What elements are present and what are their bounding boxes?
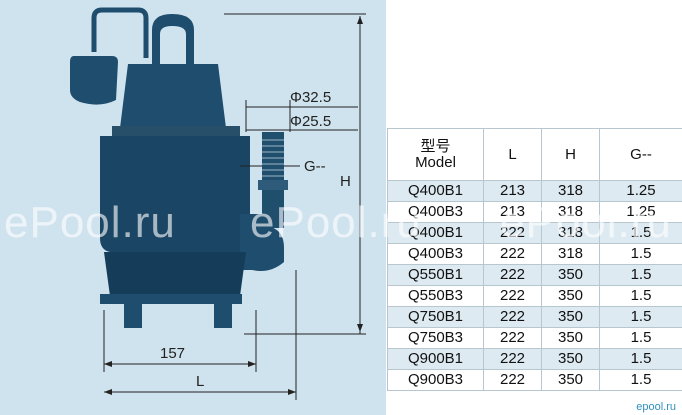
cell-l: 222 <box>483 369 542 391</box>
cell-model: Q750B3 <box>387 327 484 349</box>
cell-g: 1.5 <box>599 306 682 328</box>
pump-housing <box>104 252 246 296</box>
cell-l: 222 <box>483 348 542 370</box>
cap-rim <box>112 126 240 136</box>
pump-drawing: Φ32.5 Φ25.5 G-- H 157 L <box>0 0 386 415</box>
cable <box>91 7 149 58</box>
cell-model: Q900B3 <box>387 369 484 391</box>
cell-h: 350 <box>541 306 600 328</box>
dimension-lines <box>103 13 366 400</box>
cell-model: Q900B1 <box>387 348 484 370</box>
cell-model: Q400B1 <box>387 222 484 244</box>
cell-l: 222 <box>483 264 542 286</box>
dim-length: L <box>196 373 204 390</box>
foot-left <box>124 302 142 328</box>
motor-cap <box>120 64 226 128</box>
cell-h: 350 <box>541 285 600 307</box>
header-g: G-- <box>599 128 682 181</box>
pipe-ring <box>258 180 288 190</box>
cell-g: 1.5 <box>599 243 682 265</box>
cell-model: Q550B1 <box>387 264 484 286</box>
dim-phi-inner: Φ25.5 <box>290 113 331 130</box>
header-h: H <box>541 128 600 181</box>
cell-h: 350 <box>541 348 600 370</box>
cell-model: Q400B3 <box>387 201 484 223</box>
cell-g: 1.25 <box>599 201 682 223</box>
cell-model: Q400B3 <box>387 243 484 265</box>
dimension-arrows <box>104 16 363 395</box>
motor-body <box>100 136 250 252</box>
base <box>100 294 242 304</box>
handle <box>152 14 194 66</box>
elbow <box>240 214 284 271</box>
cell-h: 350 <box>541 264 600 286</box>
cell-g: 1.5 <box>599 222 682 244</box>
watermark-center: ePool.ru <box>250 198 422 247</box>
cell-h: 350 <box>541 369 600 391</box>
cell-g: 1.5 <box>599 264 682 286</box>
dim-phi-outer: Φ32.5 <box>290 89 331 106</box>
cell-l: 222 <box>483 306 542 328</box>
cell-h: 318 <box>541 201 600 223</box>
dim-base-width: 157 <box>160 345 185 362</box>
watermark-left: ePool.ru <box>4 198 176 247</box>
cell-model: Q550B3 <box>387 285 484 307</box>
dim-height: H <box>340 173 351 190</box>
cell-l: 213 <box>483 180 542 202</box>
cell-g: 1.5 <box>599 285 682 307</box>
outlet-threads <box>262 139 284 177</box>
dim-thread: G-- <box>304 158 326 175</box>
cell-l: 222 <box>483 222 542 244</box>
float-switch <box>70 56 118 105</box>
pump-svg: Φ32.5 Φ25.5 G-- H 157 L <box>70 7 366 400</box>
cell-h: 318 <box>541 180 600 202</box>
watermark-right: ePool.ru <box>500 198 672 247</box>
cell-model: Q400B1 <box>387 180 484 202</box>
cell-g: 1.5 <box>599 327 682 349</box>
cell-h: 350 <box>541 327 600 349</box>
brand-logo: epool.ru <box>636 401 676 413</box>
header-l: L <box>483 128 542 181</box>
cell-model: Q750B1 <box>387 306 484 328</box>
cell-g: 1.5 <box>599 369 682 391</box>
cell-h: 318 <box>541 243 600 265</box>
cell-g: 1.5 <box>599 348 682 370</box>
foot-right <box>214 302 232 328</box>
cell-l: 222 <box>483 327 542 349</box>
cell-l: 222 <box>483 285 542 307</box>
